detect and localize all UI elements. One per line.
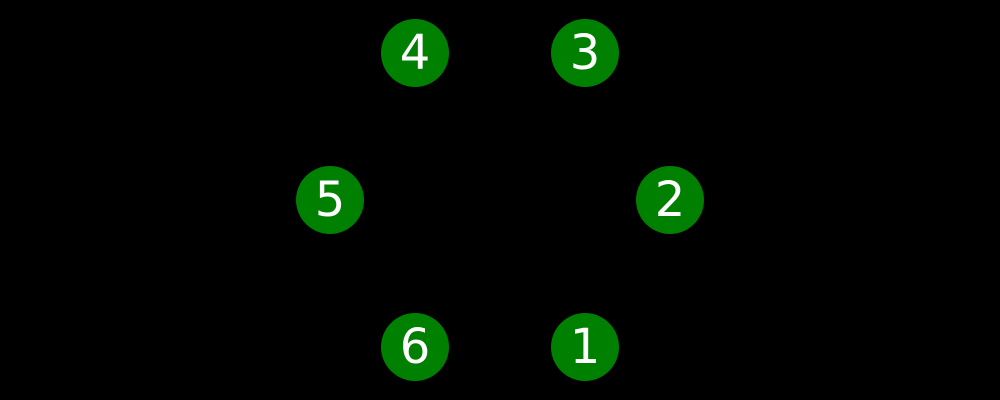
graph-node-label-3: 3 [569,25,601,81]
graph-node-4: 4 [381,19,449,87]
graph-node-6: 6 [381,313,449,381]
graph-node-2: 2 [636,166,704,234]
graph-node-label-4: 4 [399,25,431,81]
graph-node-3: 3 [551,19,619,87]
graph-node-label-6: 6 [399,319,431,375]
graph-node-label-1: 1 [569,319,601,375]
graph-node-1: 1 [551,313,619,381]
graph-node-label-2: 2 [654,172,686,228]
graph-node-label-5: 5 [314,172,346,228]
graph-node-5: 5 [296,166,364,234]
